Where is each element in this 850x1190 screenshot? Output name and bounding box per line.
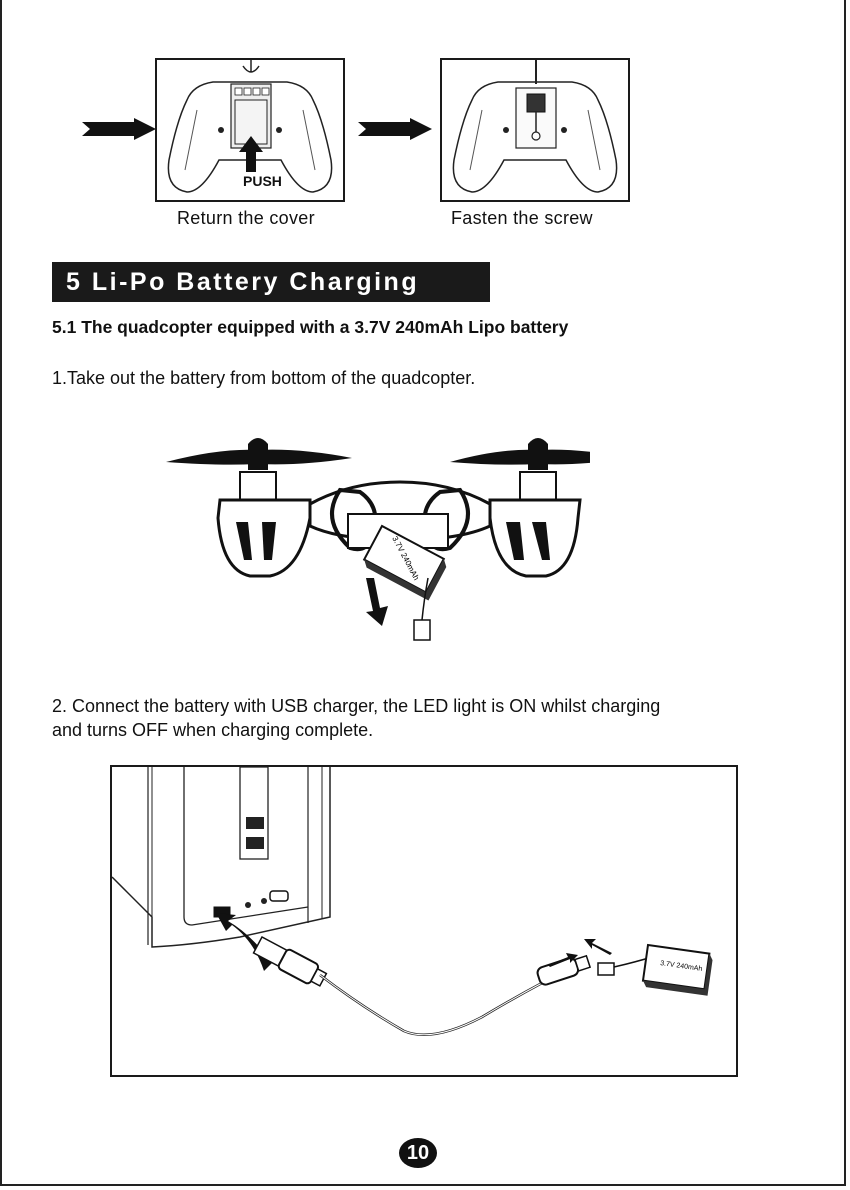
push-label: PUSH [243, 173, 282, 189]
usb-charger-illustration: 3.7V 240mAh [112, 767, 713, 1037]
controller-screw-illustration [452, 60, 618, 193]
step-1-text: 1.Take out the battery from bottom of th… [52, 368, 476, 388]
fasten-screw-caption: Fasten the screw [451, 208, 593, 228]
return-cover-figure: PUSH [155, 58, 345, 202]
controller-cover-illustration [167, 60, 333, 193]
page-number: 10 [399, 1138, 437, 1168]
return-cover-caption: Return the cover [177, 208, 315, 228]
quadcopter-battery-illustration: 3.7V 240mAh [166, 438, 590, 641]
right-arrow-icon [82, 118, 156, 140]
usb-charging-figure: 3.7V 240mAh [110, 765, 738, 1077]
step-2-line-1: 2. Connect the battery with USB charger,… [52, 696, 661, 716]
right-arrow-icon [358, 118, 432, 140]
subheading: 5.1 The quadcopter equipped with a 3.7V … [52, 317, 569, 337]
fasten-screw-figure [440, 58, 630, 202]
section-title: 5 Li-Po Battery Charging [52, 262, 490, 302]
step-2-line-2: and turns OFF when charging complete. [52, 720, 374, 740]
